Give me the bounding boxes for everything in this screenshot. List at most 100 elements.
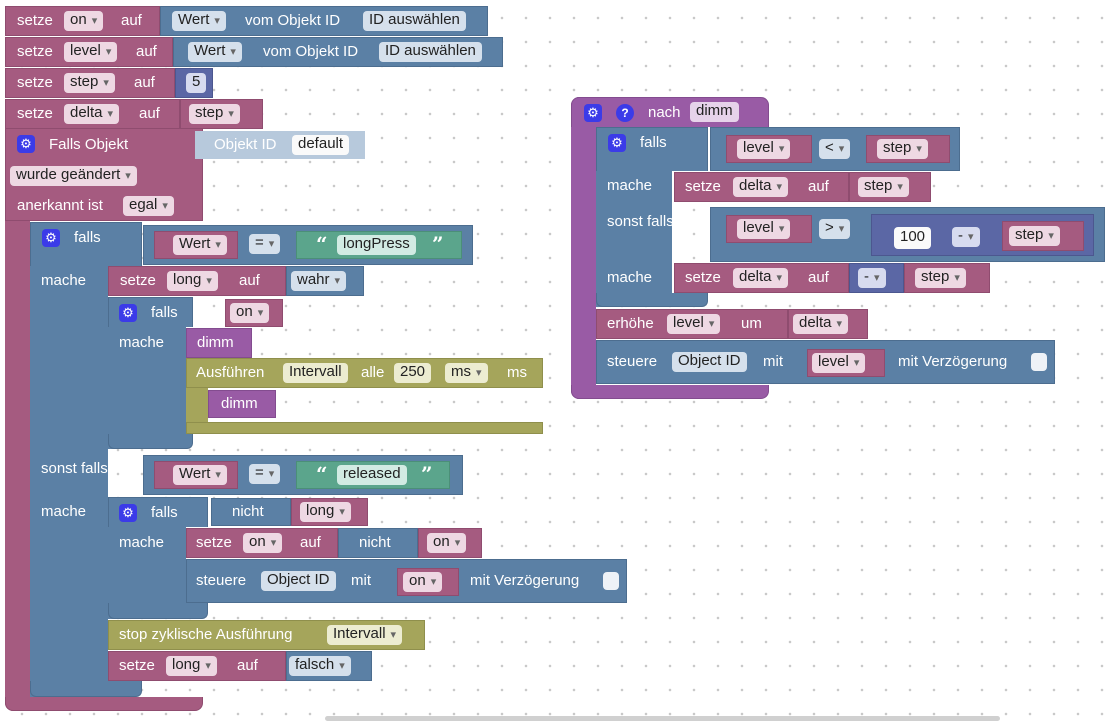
block-negate[interactable]: - [849,263,904,293]
var-dropdown-step[interactable]: step [915,268,966,288]
block-get-step[interactable]: step [180,99,263,129]
block-get-step[interactable]: step [1002,221,1084,251]
interval-name-field[interactable]: Intervall [283,363,348,383]
object-id-field[interactable]: Object ID [261,571,336,591]
text-field-released[interactable]: released [337,465,407,485]
block-get-level[interactable]: level [807,349,885,377]
block-wert-vom-objekt-on[interactable]: Wert vom Objekt ID ID auswählen [160,6,488,36]
block-get-delta[interactable]: delta [788,309,868,339]
block-call-dimm[interactable]: dimm [186,328,252,358]
attr-dropdown-wert[interactable]: Wert [173,465,227,485]
block-compare-wert-eq-released[interactable]: Wert = “ released ” [143,455,463,495]
delay-checkbox[interactable] [1031,353,1047,371]
operator-dropdown-gt[interactable]: > [819,219,851,239]
block-function-dimm[interactable]: ⚙ ? nach dimm [571,97,769,127]
block-steuere-object-level[interactable]: steuere Object ID mit level mit Verzöger… [596,340,1055,384]
block-steuere-object-on[interactable]: steuere Object ID mit on mit Verzögerung [186,559,627,603]
operator-dropdown-negate[interactable]: - [858,268,886,288]
var-dropdown-step[interactable]: step [64,73,115,93]
gear-icon[interactable]: ⚙ [42,229,60,247]
var-dropdown-long[interactable]: long [167,271,218,291]
function-name-field[interactable]: dimm [690,102,739,122]
attr-dropdown-wert[interactable]: Wert [173,235,227,255]
block-bool-wahr[interactable]: wahr [286,266,364,296]
block-setze-long-wahr[interactable]: setze long auf [108,266,286,296]
block-get-level[interactable]: level [726,135,812,163]
trigger-dropdown-wurde-geaendert[interactable]: wurde geändert [10,166,137,186]
var-dropdown-long[interactable]: long [166,656,217,676]
var-dropdown-step[interactable]: step [189,104,240,124]
block-get-on[interactable]: on [225,299,283,327]
block-bool-falsch[interactable]: falsch [286,651,372,681]
block-falls-longpress[interactable]: ⚙ falls [30,222,142,266]
object-id-field[interactable]: default [292,135,350,155]
block-compare-wert-eq[interactable]: Wert = “ longPress ” [143,225,473,265]
block-get-long[interactable]: long [291,498,368,526]
block-nicht-on[interactable]: nicht [338,528,418,558]
operator-dropdown-lt[interactable]: < [819,139,851,159]
block-setze-on[interactable]: setze on auf [5,6,160,36]
block-nicht-long[interactable]: nicht [211,498,291,526]
gear-icon[interactable]: ⚙ [584,104,602,122]
block-falls-nicht-long[interactable]: ⚙ falls [108,497,208,527]
block-setze-delta[interactable]: setze delta auf [5,99,180,129]
ack-dropdown-egal[interactable]: egal [123,196,174,216]
text-field-longpress[interactable]: longPress [337,235,416,255]
block-falls-on[interactable]: ⚙ falls [108,297,193,327]
number-field-5[interactable]: 5 [186,73,207,93]
block-stop-zyklisch[interactable]: stop zyklische Ausführung Intervall [108,620,425,650]
block-setze-long-falsch[interactable]: setze long auf [108,651,286,681]
block-text-longpress[interactable]: “ longPress ” [296,231,462,259]
interval-value-field[interactable]: 250 [394,363,432,383]
bool-dropdown-falsch[interactable]: falsch [289,656,351,676]
block-compare-level-gt[interactable]: level > 100 - step [710,207,1105,262]
block-get-on[interactable]: on [418,528,482,558]
block-compare-level-lt-step[interactable]: level < step [710,127,960,171]
interval-dropdown[interactable]: Intervall [327,625,403,645]
horizontal-scrollbar[interactable] [325,716,1000,721]
bool-dropdown-wahr[interactable]: wahr [291,271,347,291]
operator-dropdown-minus[interactable]: - [952,227,980,247]
var-dropdown-level[interactable]: level [737,219,791,239]
block-setze-delta-neg[interactable]: setze delta auf [674,263,849,293]
gear-icon[interactable]: ⚙ [608,134,626,152]
var-dropdown-level[interactable]: level [737,139,791,159]
var-dropdown-delta[interactable]: delta [733,268,789,288]
block-get-on[interactable]: on [397,568,459,596]
id-select-field[interactable]: ID auswählen [363,11,466,31]
block-get-level[interactable]: level [726,215,812,243]
block-get-step[interactable]: step [904,263,990,293]
var-dropdown-on[interactable]: on [64,11,104,31]
var-dropdown-step[interactable]: step [877,139,928,159]
block-text-released[interactable]: “ released ” [296,461,450,489]
gear-icon[interactable]: ⚙ [119,304,137,322]
var-dropdown-delta[interactable]: delta [64,104,120,124]
block-get-step[interactable]: step [849,172,931,202]
var-dropdown-on[interactable]: on [403,572,443,592]
var-dropdown-on[interactable]: on [243,533,283,553]
block-get-wert[interactable]: Wert [154,461,238,489]
delay-checkbox[interactable] [603,572,619,590]
block-setze-level[interactable]: setze level auf [5,37,173,67]
block-setze-step[interactable]: setze step auf [5,68,175,98]
gear-icon[interactable]: ⚙ [119,504,137,522]
block-ausfuehren-intervall[interactable]: Ausführen Intervall alle 250 ms ms [186,358,543,388]
block-get-wert[interactable]: Wert [154,231,238,259]
operator-dropdown-eq[interactable]: = [249,234,281,254]
id-select-field[interactable]: ID auswählen [379,42,482,62]
var-dropdown-level[interactable]: level [667,314,721,334]
var-dropdown-step[interactable]: step [1009,226,1060,246]
attr-dropdown-wert[interactable]: Wert [172,11,226,31]
block-get-step[interactable]: step [866,135,950,163]
block-wert-vom-objekt-level[interactable]: Wert vom Objekt ID ID auswählen [173,37,503,67]
attr-dropdown-wert[interactable]: Wert [188,42,242,62]
unit-dropdown-ms[interactable]: ms [445,363,488,383]
help-icon[interactable]: ? [616,104,634,122]
block-call-dimm-inner[interactable]: dimm [208,390,276,418]
var-dropdown-delta[interactable]: delta [793,314,849,334]
object-id-field[interactable]: Object ID [672,352,747,372]
block-falls-objekt[interactable]: ⚙ Falls Objekt wurde geändert anerkannt … [5,129,203,221]
block-objekt-id-default[interactable]: Objekt ID default [195,131,365,159]
var-dropdown-level[interactable]: level [64,42,118,62]
var-dropdown-on[interactable]: on [427,533,467,553]
